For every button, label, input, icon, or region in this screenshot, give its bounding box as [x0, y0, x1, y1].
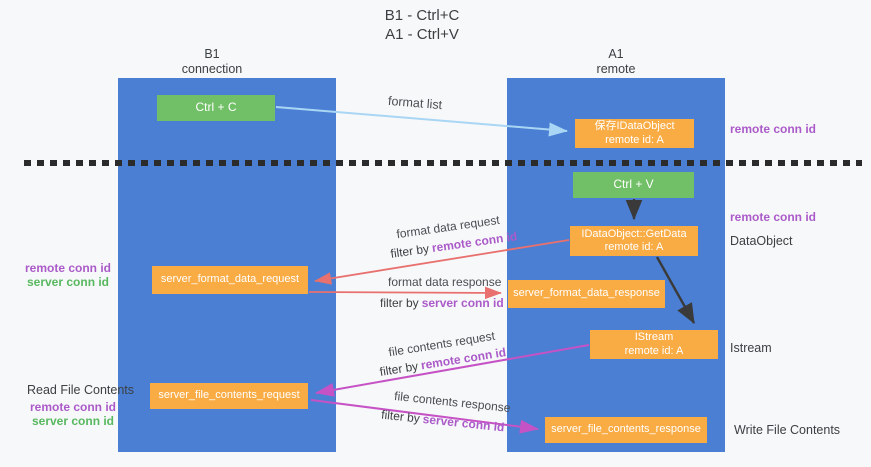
- dataobject-label: DataObject: [730, 234, 793, 248]
- column-header-a1: A1 remote: [507, 47, 725, 77]
- server-format-data-request-box: server_format_data_request: [152, 266, 308, 294]
- column-subtitle-connection: connection: [181, 62, 243, 76]
- server-conn-id-text: server conn id: [421, 296, 504, 310]
- filter-by-text: filter by: [389, 241, 430, 261]
- write-file-contents-label: Write File Contents: [734, 423, 840, 437]
- read-file-contents-label: Read File Contents: [27, 383, 134, 397]
- format-list-text: format list: [387, 93, 443, 113]
- server-file-contents-response-box: server_file_contents_response: [545, 417, 707, 443]
- remote-conn-id-text: remote conn id: [730, 210, 817, 224]
- left-conn-ids-bottom: remote conn id server conn id: [25, 400, 121, 428]
- server-conn-id-text: server conn id: [422, 411, 506, 435]
- istream-line1: IStream: [634, 331, 674, 343]
- column-name-b1: B1: [204, 47, 220, 61]
- server-file-contents-response-label: server_file_contents_response: [551, 423, 701, 436]
- istream-remote-id: remote id: A: [624, 344, 684, 357]
- write-file-contents-text: Write File Contents: [734, 423, 841, 437]
- ctrl-v-label: Ctrl + V: [613, 177, 654, 192]
- format-data-response-label: format data response: [388, 275, 501, 289]
- format-list-label: format list: [388, 94, 443, 112]
- column-subtitle-remote: remote: [596, 62, 636, 76]
- save-idataobject-line1: 保存IDataObject: [594, 120, 675, 132]
- format-data-response-text: format data response: [388, 275, 502, 289]
- left-conn-ids-top: remote conn id server conn id: [20, 261, 116, 289]
- server-file-contents-request-box: server_file_contents_request: [150, 383, 308, 409]
- server-conn-id-text: server conn id: [26, 275, 110, 289]
- save-idataobject-box: 保存IDataObject remote id: A: [575, 119, 694, 148]
- server-format-data-response-box: server_format_data_response: [508, 280, 665, 308]
- remote-conn-id-text: remote conn id: [24, 261, 111, 275]
- ctrl-c-box: Ctrl + C: [157, 95, 275, 121]
- dataobject-text: DataObject: [730, 234, 793, 248]
- filter-by-text: filter by: [380, 296, 419, 310]
- clipboard-boundary-dashed-line: [24, 160, 862, 166]
- istream-side-label: Istream: [730, 341, 772, 355]
- right-remote-conn-id-top-label: remote conn id: [730, 122, 816, 136]
- getdata-remote-id: remote id: A: [604, 241, 664, 253]
- filter-by-text: filter by: [380, 407, 421, 426]
- server-format-data-response-label: server_format_data_response: [513, 287, 660, 300]
- istream-text: Istream: [730, 341, 772, 355]
- read-file-contents-text: Read File Contents: [27, 383, 135, 397]
- title-line-2: A1 - Ctrl+V: [385, 26, 459, 43]
- save-idataobject-remote-id: remote id: A: [605, 133, 664, 146]
- title-line-1: B1 - Ctrl+C: [384, 7, 460, 24]
- ctrl-c-label: Ctrl + C: [195, 100, 237, 115]
- getdata-line1: IDataObject::GetData: [581, 227, 687, 240]
- remote-conn-id-text: remote conn id: [29, 400, 116, 414]
- server-file-contents-request-label: server_file_contents_request: [158, 389, 300, 402]
- idataobject-getdata-box: IDataObject::GetData remote id: A: [570, 226, 698, 256]
- ctrl-v-box: Ctrl + V: [573, 172, 694, 198]
- column-name-a1: A1: [608, 47, 624, 61]
- remote-conn-id-text: remote conn id: [730, 122, 817, 136]
- filter-by-text: filter by: [378, 359, 420, 379]
- format-data-response-arrow: [308, 286, 502, 300]
- right-remote-conn-id-mid-label: remote conn id: [730, 210, 816, 224]
- server-format-data-request-label: server_format_data_request: [160, 273, 300, 286]
- diagram-title: B1 - Ctrl+C A1 - Ctrl+V: [0, 6, 844, 44]
- istream-box: IStream remote id: A: [590, 330, 718, 359]
- server-conn-id-text: server conn id: [31, 414, 115, 428]
- column-header-b1: B1 connection: [103, 47, 321, 77]
